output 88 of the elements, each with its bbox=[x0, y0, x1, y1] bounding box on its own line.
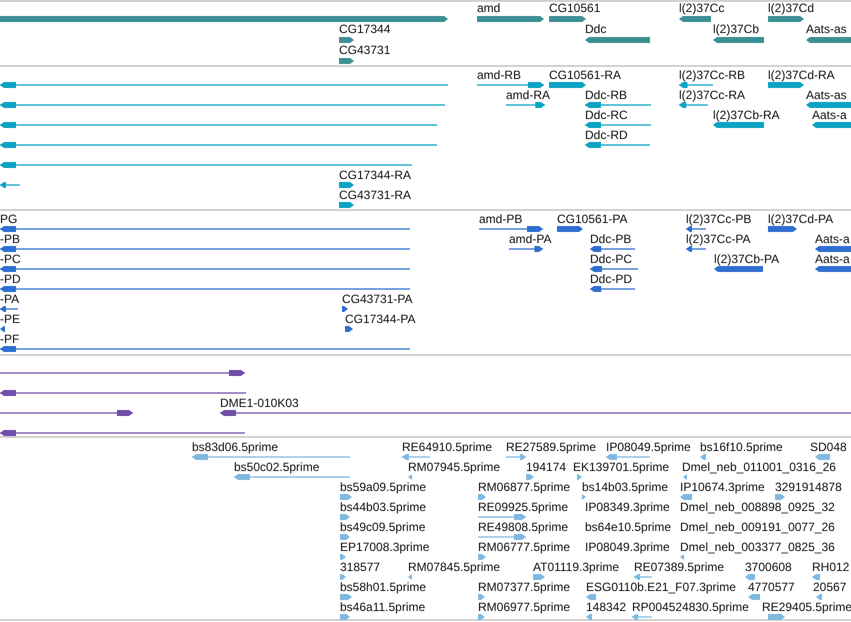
feature-name: amd-PB bbox=[479, 212, 522, 226]
feature-name: l(2)37Cd-RA bbox=[768, 68, 835, 82]
feature-name: l(2)37Cb bbox=[713, 22, 760, 36]
feature-name: CG17344 bbox=[339, 22, 390, 36]
feature-name: -PB bbox=[0, 232, 20, 246]
feature-name: -PE bbox=[0, 312, 20, 326]
feature-name: Ddc bbox=[585, 22, 606, 36]
feature-name: Aats-a bbox=[815, 252, 850, 266]
feature-name: RM06977.5prime bbox=[478, 600, 570, 614]
feature-name: -PA bbox=[0, 292, 20, 306]
feature-name: l(2)37Cc bbox=[679, 1, 724, 15]
feature-name: -PF bbox=[0, 332, 20, 346]
feature-name: Ddc-RB bbox=[585, 88, 628, 102]
feature-name: 148342 bbox=[586, 600, 626, 614]
feature-name: RP004524830.5prime bbox=[632, 600, 749, 614]
feature-name: l(2)37Cd bbox=[768, 1, 814, 15]
feature-name: l(2)37Cc-PA bbox=[686, 232, 750, 246]
feature-name: EK139701.5prime bbox=[573, 460, 670, 474]
feature-name: CG10561-RA bbox=[549, 68, 622, 82]
feature-name: Aats-a bbox=[812, 108, 847, 122]
feature-name: EP17008.3prime bbox=[340, 540, 430, 554]
feature-name: PG bbox=[0, 212, 18, 226]
feature-name: l(2)37Cb-PA bbox=[714, 252, 780, 266]
feature-name: Ddc-PC bbox=[590, 252, 632, 266]
feature-name: -PC bbox=[0, 252, 21, 266]
feature-name: 3700608 bbox=[745, 560, 792, 574]
feature-name: IP08349.3prime bbox=[585, 500, 670, 514]
feature-name: RH012 bbox=[812, 560, 850, 574]
feature-name: l(2)37Cc-RB bbox=[679, 68, 746, 82]
feature-name: RM07945.5prime bbox=[408, 460, 500, 474]
feature-name: bs14b03.5prime bbox=[582, 480, 668, 494]
feature-name: RM07845.5prime bbox=[408, 560, 500, 574]
feature-name: Ddc-PB bbox=[590, 232, 632, 246]
feature-name: bs59a09.5prime bbox=[340, 480, 426, 494]
feature-name: bs83d06.5prime bbox=[192, 440, 278, 454]
feature-name: Ddc-RC bbox=[585, 108, 628, 122]
feature-name: CG43731-RA bbox=[339, 188, 412, 202]
feature-name: amd-RA bbox=[506, 88, 550, 102]
feature-name: 318577 bbox=[340, 560, 380, 574]
feature-name: RE49808.5prime bbox=[478, 520, 568, 534]
feature-name: AT01119.3prime bbox=[533, 560, 620, 574]
feature-name: DME1-010K03 bbox=[220, 396, 299, 410]
feature-name: RM07377.5prime bbox=[478, 580, 570, 594]
feature-name: l(2)37Cc-PB bbox=[686, 212, 752, 226]
feature-name: Aats-as bbox=[806, 22, 847, 36]
feature-name: CG43731 bbox=[339, 43, 390, 57]
feature-name: bs58h01.5prime bbox=[340, 580, 426, 594]
feature-name: bs50c02.5prime bbox=[234, 460, 320, 474]
feature-name: bs64e10.5prime bbox=[585, 520, 672, 534]
feature-name: 4770577 bbox=[748, 580, 795, 594]
feature-name: SD048 bbox=[810, 440, 847, 454]
feature-name: bs46a11.5prime bbox=[340, 600, 426, 614]
feature-name: CG17344-PA bbox=[345, 312, 416, 326]
feature-name: RM06877.5prime bbox=[478, 480, 570, 494]
feature-name: bs44b03.5prime bbox=[340, 500, 426, 514]
feature-name: amd-PA bbox=[509, 232, 552, 246]
feature-name: IP08049.5prime bbox=[606, 440, 691, 454]
feature-name: Aats-a bbox=[815, 232, 850, 246]
feature-name: IP08049.3prime bbox=[585, 540, 670, 554]
feature-name: Dmel_neb_003377_0825_36 bbox=[680, 540, 835, 554]
feature-name: Ddc-RD bbox=[585, 128, 628, 142]
feature-name: -PD bbox=[0, 272, 21, 286]
feature-name: 194174 bbox=[526, 460, 566, 474]
feature-name: 20567 bbox=[813, 580, 846, 594]
feature-name: RE64910.5prime bbox=[402, 440, 492, 454]
feature-name: ESG0110b.E21_F07.3prime bbox=[586, 580, 736, 594]
feature-name: Aats-as bbox=[806, 88, 847, 102]
feature-name: bs49c09.5prime bbox=[340, 520, 426, 534]
feature-name: l(2)37Cc-RA bbox=[679, 88, 746, 102]
feature-name: IP10674.3prime bbox=[680, 480, 765, 494]
feature-name: RE09925.5prime bbox=[478, 500, 568, 514]
feature-name: RE07389.5prime bbox=[634, 560, 724, 574]
feature-name: CG43731-PA bbox=[342, 292, 412, 306]
feature-name: CG10561 bbox=[549, 1, 600, 15]
feature-name: RM06777.5prime bbox=[478, 540, 570, 554]
feature-name: l(2)37Cd-PA bbox=[768, 212, 834, 226]
feature-name: bs16f10.5prime bbox=[700, 440, 783, 454]
feature-name: RE27589.5prime bbox=[506, 440, 596, 454]
feature-name: 3291914878 bbox=[775, 480, 842, 494]
feature-name: l(2)37Cb-RA bbox=[713, 108, 780, 122]
feature-name: Dmel_neb_009191_0077_26 bbox=[680, 520, 835, 534]
feature-name: Dmel_neb_008898_0925_32 bbox=[680, 500, 835, 514]
feature-name: CG10561-PA bbox=[557, 212, 628, 226]
feature-name: Ddc-PD bbox=[590, 272, 632, 286]
feature-name: amd-RB bbox=[477, 68, 522, 82]
feature-name: amd bbox=[477, 1, 500, 15]
feature-name: Dmel_neb_011001_0316_26 bbox=[682, 460, 836, 474]
feature-name: CG17344-RA bbox=[339, 168, 412, 182]
